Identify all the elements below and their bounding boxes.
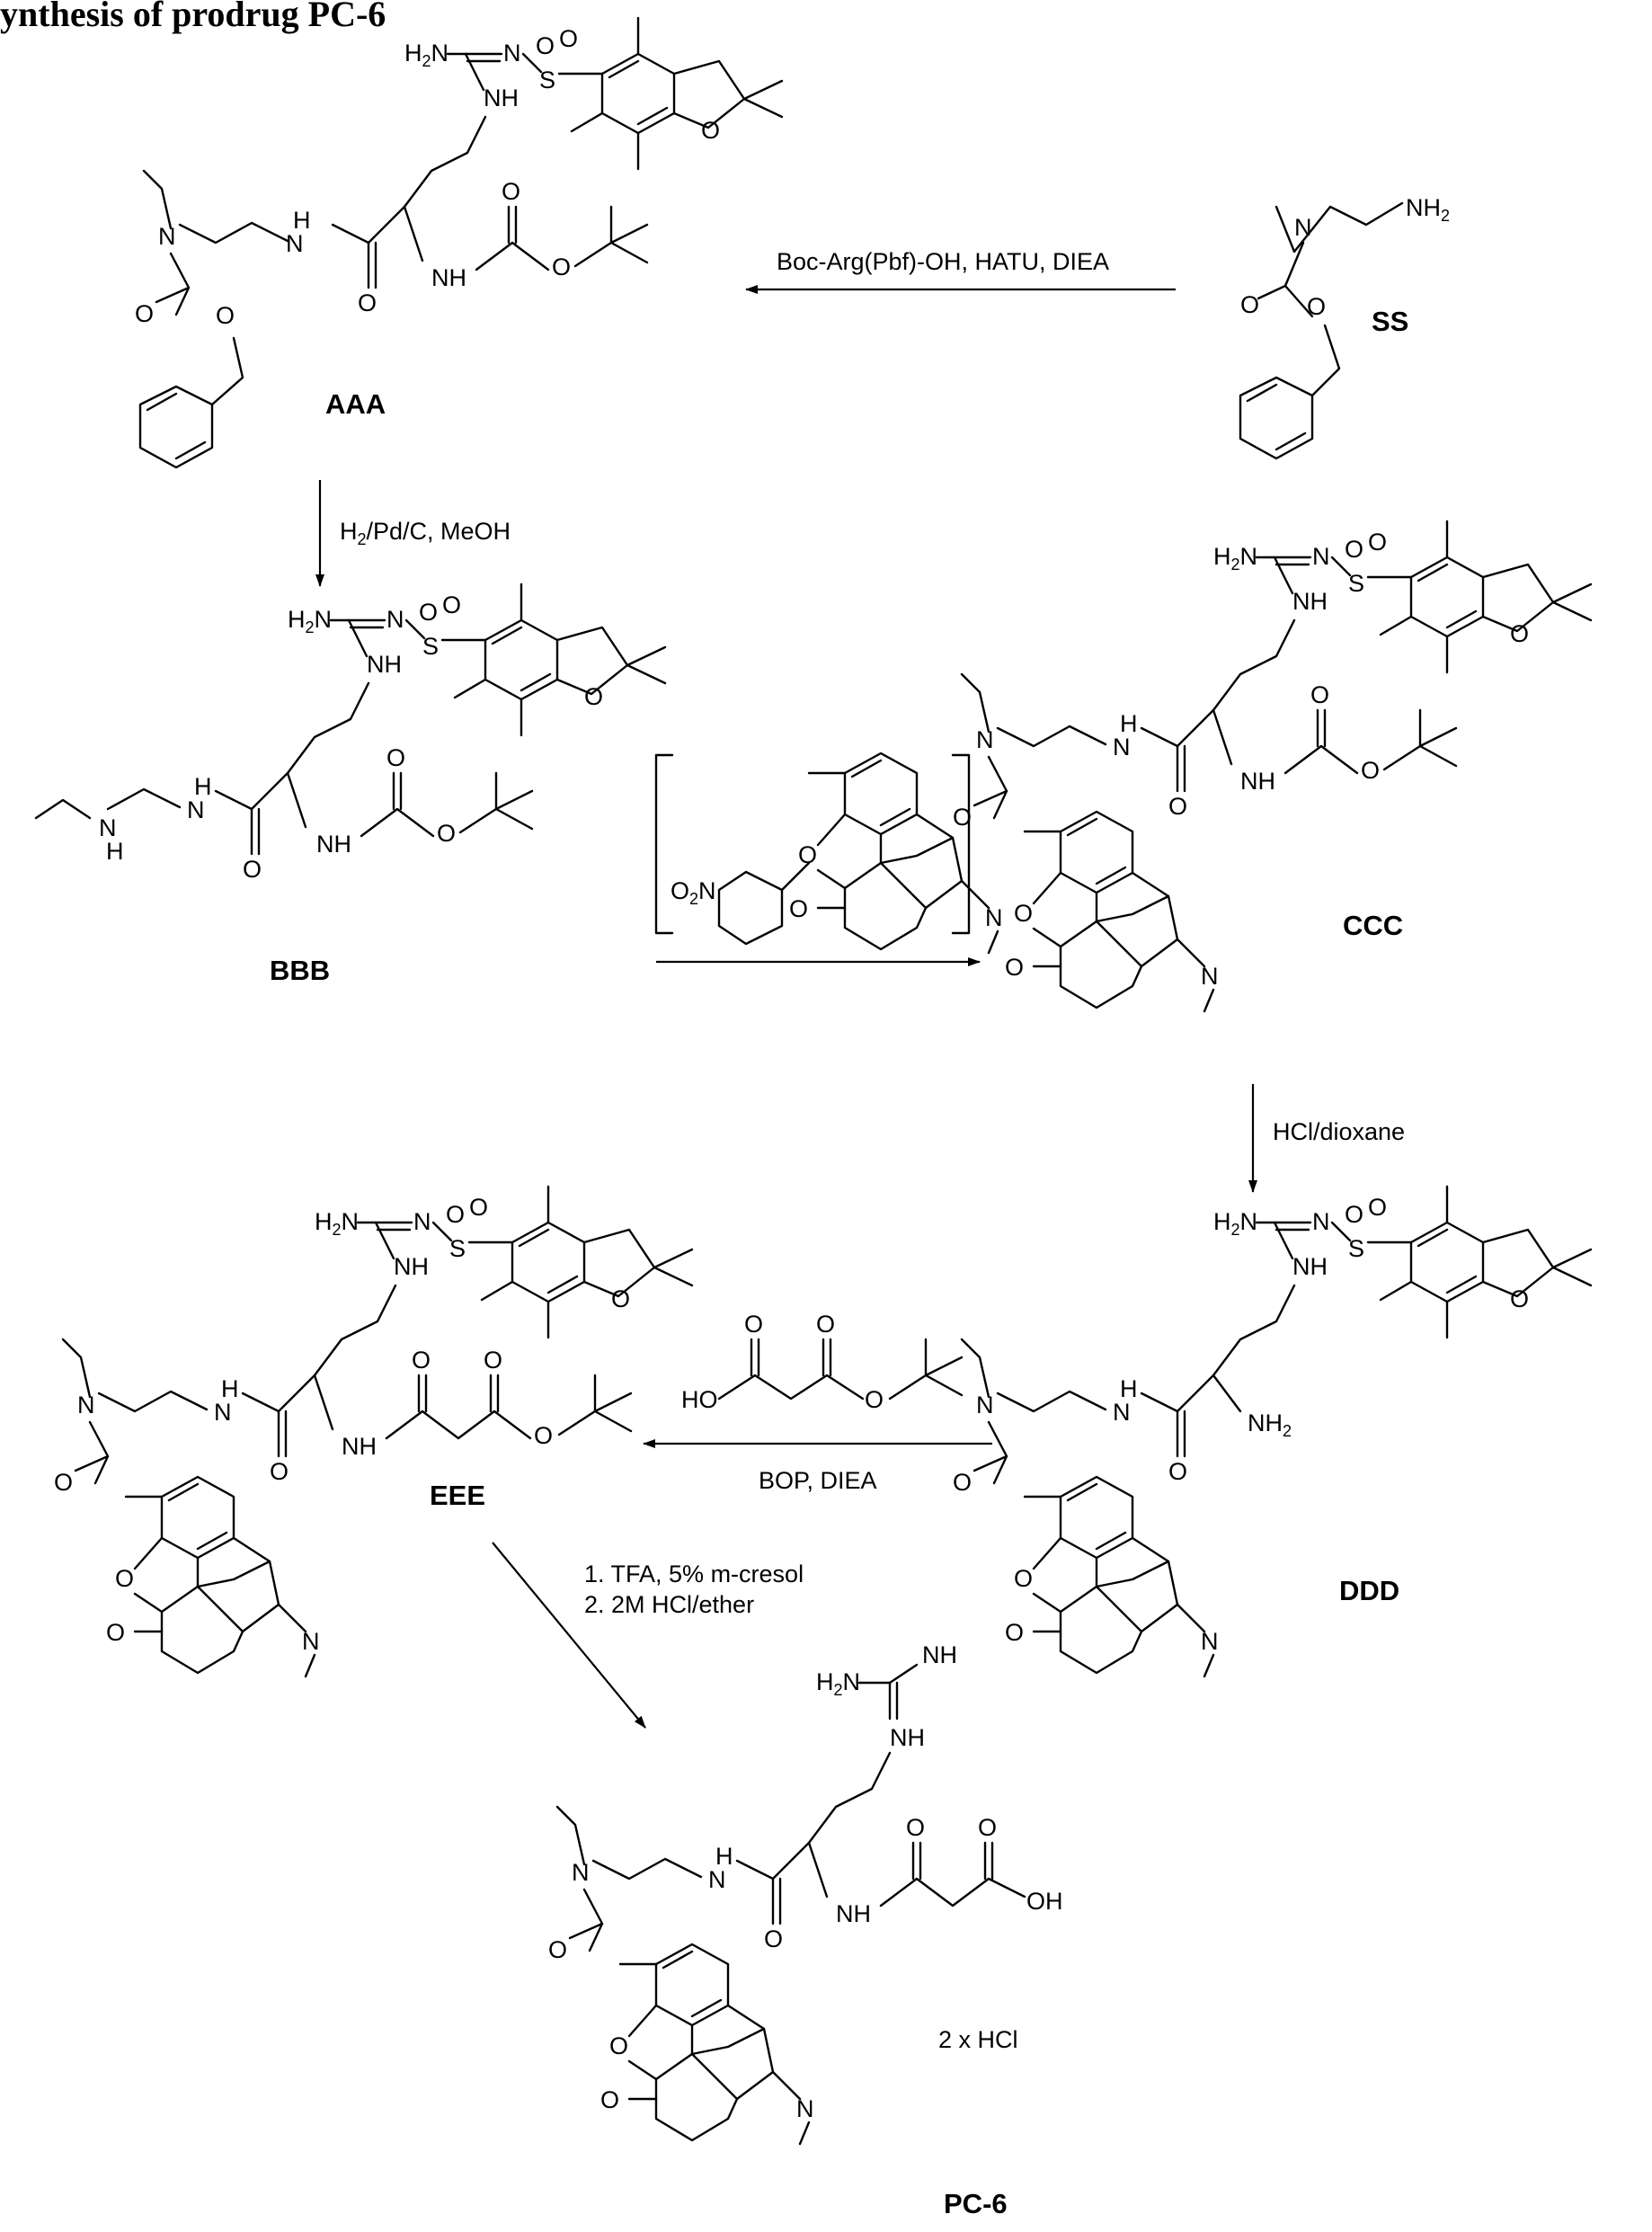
svg-text:O: O — [1168, 1458, 1187, 1485]
svg-text:N: N — [77, 1392, 95, 1418]
svg-text:O2N: O2N — [671, 877, 716, 908]
label-ss: SS — [1372, 306, 1408, 337]
svg-text:O: O — [243, 856, 262, 883]
svg-text:O: O — [216, 302, 235, 329]
step1-arrow: Boc-Arg(Pbf)-OH, HATU, DIEA — [746, 248, 1176, 289]
svg-text:O: O — [744, 1311, 763, 1338]
compound-bbb: H N N H O NH O O BBB — [36, 584, 665, 986]
label-aaa: AAA — [325, 388, 386, 420]
step2-arrow: H2/Pd/C, MeOH — [320, 480, 511, 586]
label-bbb: BBB — [270, 955, 330, 986]
svg-text:NH: NH — [431, 264, 466, 291]
svg-text:N: N — [187, 796, 205, 823]
step3-reagent: O2N — [656, 753, 1003, 962]
compound-ddd: H N N O O NH2 DDD — [953, 1187, 1591, 1676]
svg-text:N: N — [214, 1399, 232, 1426]
svg-text:O: O — [54, 1469, 73, 1496]
compound-aaa: H N N O O O NH O O AAA — [135, 18, 782, 467]
svg-text:O: O — [484, 1347, 502, 1374]
svg-text:O: O — [1310, 681, 1329, 708]
svg-text:O: O — [764, 1925, 783, 1952]
svg-text:O: O — [1168, 793, 1187, 820]
svg-text:NH2: NH2 — [1248, 1409, 1292, 1440]
svg-text:HO: HO — [681, 1386, 718, 1413]
svg-text:N: N — [572, 1859, 590, 1886]
svg-text:N: N — [1113, 734, 1131, 760]
step6-arrow: 1. TFA, 5% m-cresol 2. 2M HCl/ether — [493, 1543, 804, 1728]
svg-text:N: N — [1113, 1399, 1131, 1426]
svg-text:OH: OH — [1026, 1888, 1063, 1915]
svg-text:O: O — [816, 1311, 835, 1338]
step1-reagents: Boc-Arg(Pbf)-OH, HATU, DIEA — [777, 248, 1109, 275]
compound-ccc: H N N O O NH O O CCC — [953, 521, 1591, 1011]
label-ccc: CCC — [1343, 910, 1403, 941]
svg-text:NH: NH — [890, 1724, 925, 1751]
svg-text:O: O — [953, 1469, 972, 1496]
compound-pc6: H2N NH NH H N N O O NH O O OH 2 x HCl PC… — [548, 1641, 1063, 2219]
ss-nitrogen: N — [1294, 214, 1312, 241]
svg-text:H2N: H2N — [816, 1668, 860, 1699]
svg-text:H: H — [106, 838, 124, 865]
svg-text:O: O — [906, 1814, 925, 1841]
compound-ss: N NH2 O O SS — [1240, 194, 1450, 458]
svg-text:N: N — [976, 1392, 994, 1418]
svg-text:NH: NH — [1240, 768, 1275, 795]
svg-text:O: O — [552, 253, 571, 280]
svg-text:O: O — [534, 1422, 553, 1449]
svg-text:NH: NH — [316, 831, 351, 858]
step6-line1: 1. TFA, 5% m-cresol — [584, 1561, 804, 1587]
svg-text:NH: NH — [922, 1641, 957, 1668]
step2-reagents: H2/Pd/C, MeOH — [340, 518, 511, 548]
svg-text:NH: NH — [342, 1433, 377, 1460]
salt-note: 2 x HCl — [938, 2026, 1018, 2053]
svg-text:N: N — [286, 230, 304, 257]
step4-reagents: HCl/dioxane — [1273, 1118, 1405, 1145]
label-ddd: DDD — [1339, 1575, 1399, 1606]
ss-amine: NH2 — [1406, 194, 1450, 225]
svg-text:O: O — [412, 1347, 431, 1374]
svg-text:O: O — [865, 1386, 884, 1413]
svg-text:N: N — [158, 223, 176, 250]
step4-arrow: HCl/dioxane — [1253, 1084, 1405, 1192]
svg-text:O: O — [548, 1936, 567, 1963]
svg-text:O: O — [1240, 291, 1259, 318]
svg-text:O: O — [1361, 757, 1380, 784]
svg-text:O: O — [1307, 293, 1326, 320]
svg-text:O: O — [386, 744, 405, 771]
step5-reagents: BOP, DIEA — [759, 1467, 877, 1494]
svg-text:O: O — [358, 289, 377, 316]
svg-text:NH: NH — [836, 1900, 871, 1927]
step5-arrow: HO O O O BOP, DIEA — [644, 1311, 992, 1494]
step6-line2: 2. 2M HCl/ether — [584, 1591, 754, 1618]
svg-text:O: O — [437, 820, 456, 847]
svg-text:O: O — [953, 804, 972, 831]
svg-text:O: O — [135, 300, 154, 327]
svg-text:N: N — [708, 1866, 726, 1893]
label-eee: EEE — [430, 1480, 485, 1511]
svg-text:O: O — [502, 178, 520, 205]
svg-text:N: N — [976, 726, 994, 753]
svg-text:O: O — [978, 1814, 997, 1841]
svg-text:O: O — [270, 1458, 289, 1485]
label-pc6: PC-6 — [944, 2188, 1008, 2219]
